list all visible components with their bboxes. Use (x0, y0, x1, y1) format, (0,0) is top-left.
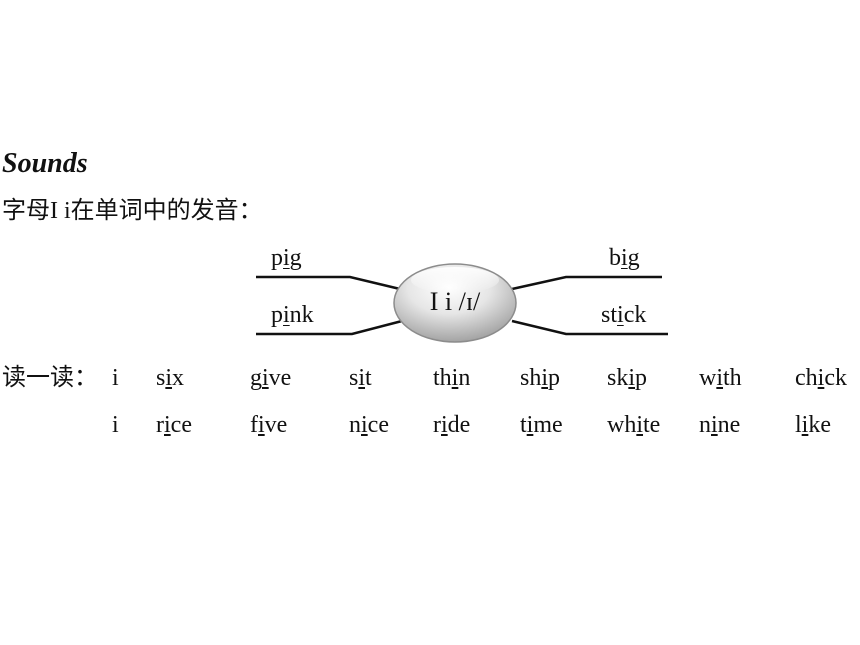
word-white: white (607, 412, 661, 438)
word-ship: ship (520, 365, 561, 391)
subtitle: 字母I i在单词中的发音： (2, 198, 263, 224)
row-letter: i (112, 365, 119, 391)
branch-word-stick: stick (601, 302, 647, 328)
branch-line-top-right (511, 275, 662, 291)
word-time: time (520, 412, 563, 438)
word-with: with (699, 365, 742, 391)
word-skip: skip (607, 365, 648, 391)
word-six: six (156, 365, 185, 391)
word-five: five (250, 412, 288, 438)
word-nice: nice (349, 412, 389, 438)
word-sit: sit (349, 365, 372, 391)
word-thin: thin (433, 365, 471, 391)
read-label: 读一读： (2, 365, 98, 391)
branch-word-big: big (609, 245, 640, 271)
center-label: I i /ɪ/ (429, 287, 481, 316)
branch-word-pig: pig (271, 245, 302, 271)
branch-word-pink: pink (271, 302, 314, 328)
word-rice: rice (156, 412, 192, 438)
word-give: give (250, 365, 292, 391)
word-ride: ride (433, 412, 471, 438)
word-like: like (795, 412, 831, 438)
word-nine: nine (699, 412, 741, 438)
row-letter: i (112, 412, 119, 438)
sounds-heading: Sounds (2, 148, 88, 179)
word-chick: chick (795, 365, 847, 391)
branch-line-top-left (256, 275, 401, 291)
